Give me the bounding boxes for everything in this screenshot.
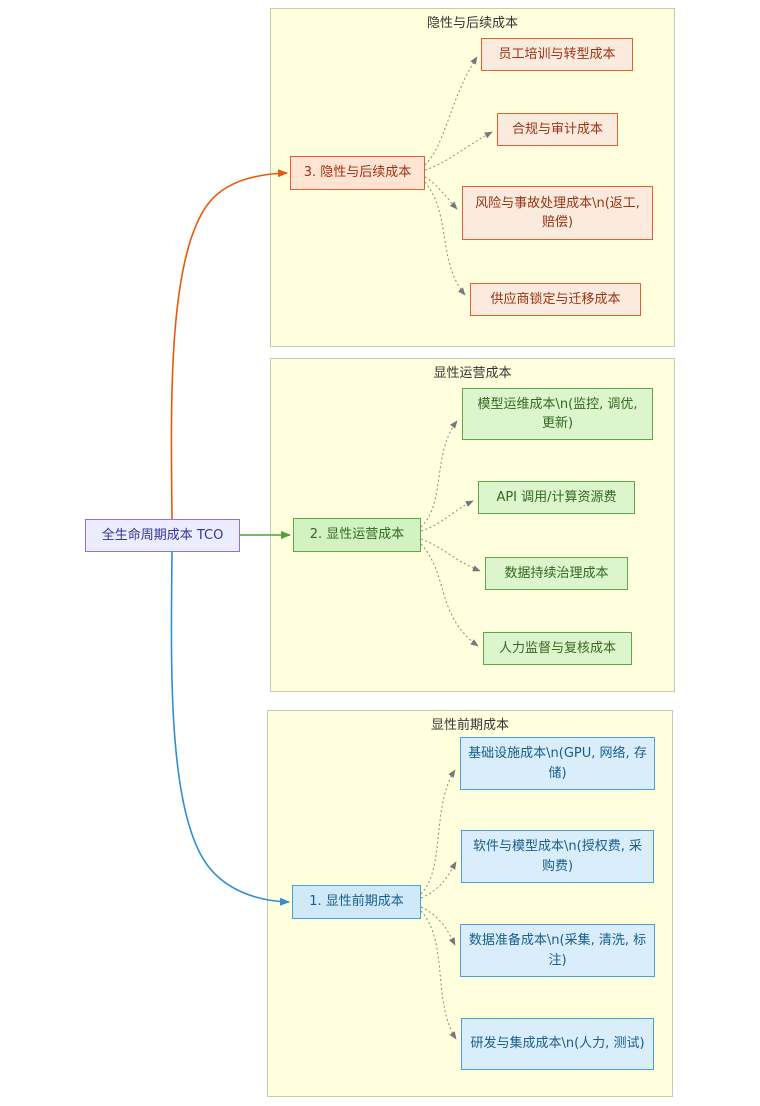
leaf-human-review-cost: 人力监督与复核成本 bbox=[483, 632, 632, 665]
leaf-data-governance-cost: 数据持续治理成本 bbox=[485, 557, 628, 590]
leaf-training-transition-cost: 员工培训与转型成本 bbox=[481, 38, 633, 71]
leaf-vendor-lockin-cost: 供应商锁定与迁移成本 bbox=[470, 283, 641, 316]
leaf-risk-incident-cost: 风险与事故处理成本\n(返工, 赔偿) bbox=[462, 186, 653, 240]
cluster-operational-title: 显性运营成本 bbox=[433, 366, 512, 381]
leaf-software-model-cost: 软件与模型成本\n(授权费, 采购费) bbox=[461, 830, 654, 883]
branch-upfront-costs: 1. 显性前期成本 bbox=[292, 885, 421, 919]
leaf-compliance-audit-cost: 合规与审计成本 bbox=[497, 113, 618, 146]
leaf-rnd-integration-cost: 研发与集成成本\n(人力, 测试) bbox=[461, 1018, 654, 1070]
branch-hidden-costs: 3. 隐性与后续成本 bbox=[290, 156, 425, 190]
leaf-data-preparation-cost: 数据准备成本\n(采集, 清洗, 标注) bbox=[460, 924, 655, 977]
leaf-infrastructure-cost: 基础设施成本\n(GPU, 网络, 存储) bbox=[460, 737, 655, 790]
cluster-hidden-title: 隐性与后续成本 bbox=[426, 16, 518, 31]
leaf-model-ops-cost: 模型运维成本\n(监控, 调优, 更新) bbox=[462, 388, 653, 440]
cluster-upfront-title: 显性前期成本 bbox=[430, 718, 509, 733]
branch-operational-costs: 2. 显性运营成本 bbox=[293, 518, 421, 552]
root-node-tco: 全生命周期成本 TCO bbox=[85, 519, 240, 552]
leaf-api-compute-cost: API 调用/计算资源费 bbox=[478, 481, 635, 514]
